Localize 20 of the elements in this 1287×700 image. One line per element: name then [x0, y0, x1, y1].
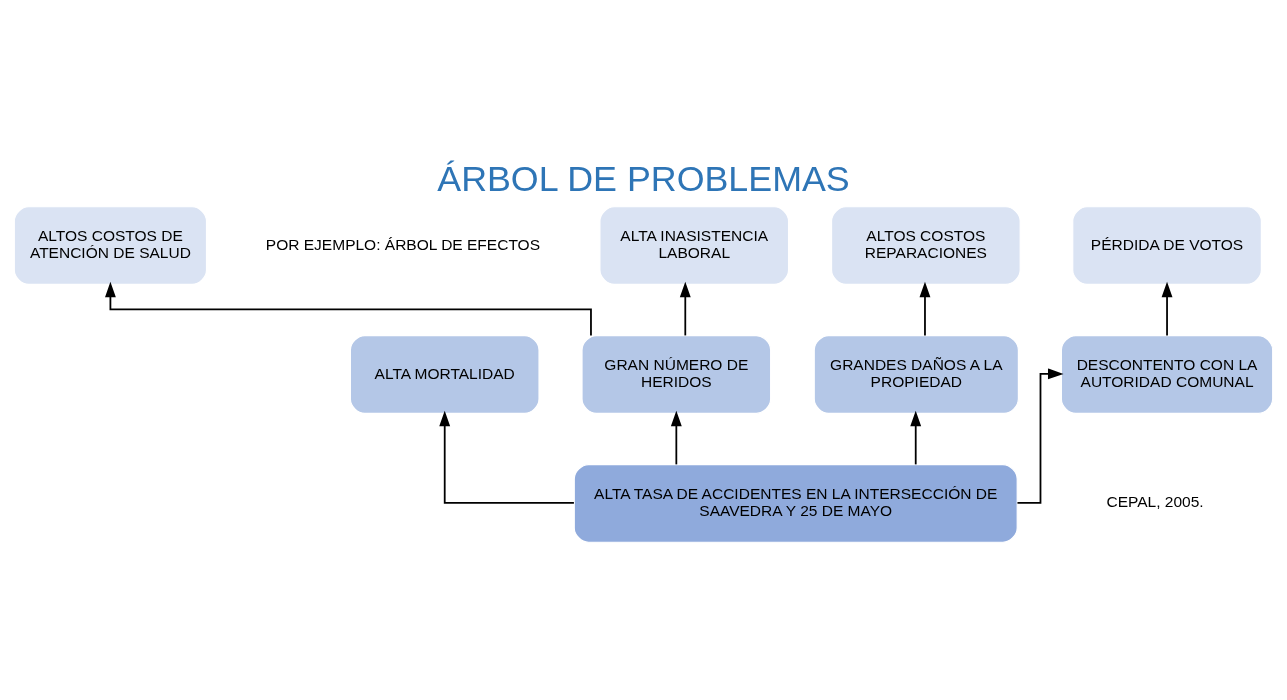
- node-box: ALTA INASISTENCIA LABORAL: [599, 206, 790, 285]
- arrow: [439, 410, 575, 504]
- node-box: DESCONTENTO CON LA AUTORIDAD COMUNAL: [1060, 335, 1274, 414]
- label: CEPAL, 2005.: [1106, 493, 1204, 511]
- node-box: ALTOS COSTOS REPARACIONES: [830, 206, 1021, 285]
- arrow: [919, 281, 931, 337]
- node-box: ALTOS COSTOS DE ATENCIÓN DE SALUD: [13, 206, 208, 285]
- node-box: PÉRDIDA DE VOTOS: [1072, 206, 1262, 285]
- node-box: ALTA MORTALIDAD: [349, 335, 540, 414]
- node-box: GRANDES DAÑOS A LA PROPIEDAD: [813, 335, 1019, 414]
- node-box: GRAN NÚMERO DE HERIDOS: [581, 335, 772, 414]
- arrow: [104, 281, 592, 337]
- arrow: [1016, 368, 1064, 504]
- arrow: [1161, 281, 1173, 337]
- diagram-title: ÁRBOL DE PROBLEMAS: [437, 159, 850, 200]
- arrow: [679, 281, 691, 337]
- node-box: ALTA TASA DE ACCIDENTES EN LA INTERSECCIÓN DE SAAVEDRA Y 25 DE MAYO: [573, 464, 1018, 543]
- label: POR EJEMPLO: ÁRBOL DE EFECTOS: [265, 235, 541, 253]
- arrow: [670, 410, 682, 466]
- arrow: [910, 410, 922, 466]
